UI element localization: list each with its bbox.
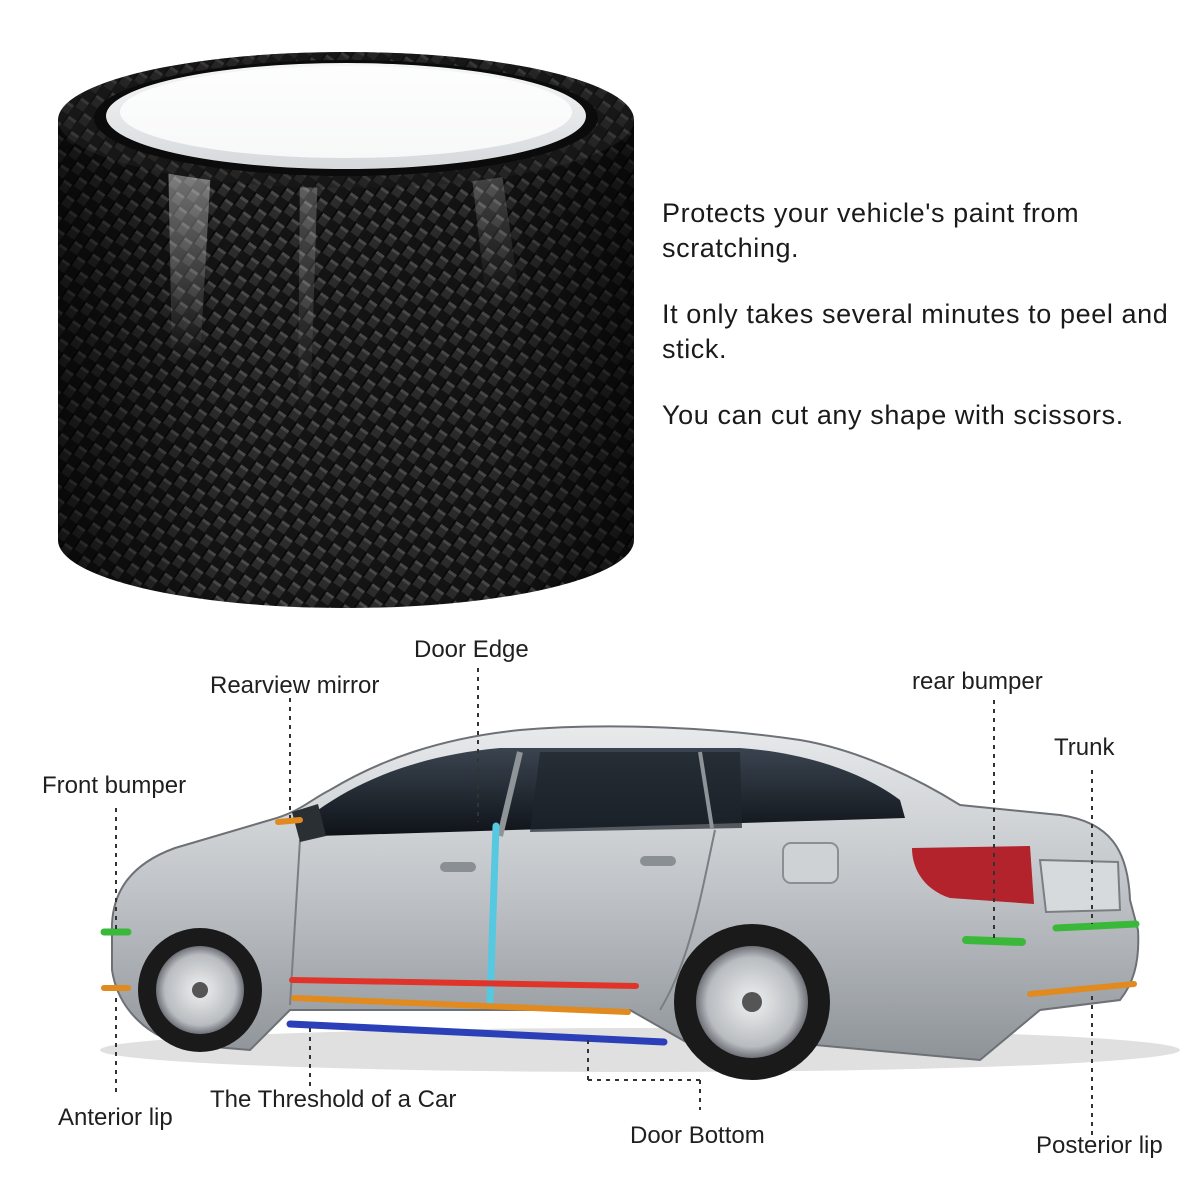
label-trunk: Trunk (1054, 734, 1115, 761)
feature-text-cut-shape: You can cut any shape with scissors. (662, 400, 1124, 430)
label-door-edge: Door Edge (414, 636, 529, 663)
feature-text-easy-install: It only takes several minutes to peel an… (662, 299, 1169, 364)
label-rearview-mirror: Rearview mirror (210, 672, 380, 699)
label-threshold: The Threshold of a Car (210, 1086, 457, 1113)
label-posterior-lip: Posterior lip (1036, 1132, 1163, 1159)
feature-text-paint-protection: Protects your vehicle's paint from scrat… (662, 198, 1080, 263)
carbon-fiber-tape-roll-icon (58, 52, 634, 608)
label-rear-bumper: rear bumper (912, 668, 1043, 695)
label-front-bumper: Front bumper (42, 772, 187, 799)
label-door-bottom: Door Bottom (630, 1122, 765, 1149)
label-anterior-lip: Anterior lip (58, 1104, 173, 1131)
sedan-car-icon (100, 668, 1180, 1138)
